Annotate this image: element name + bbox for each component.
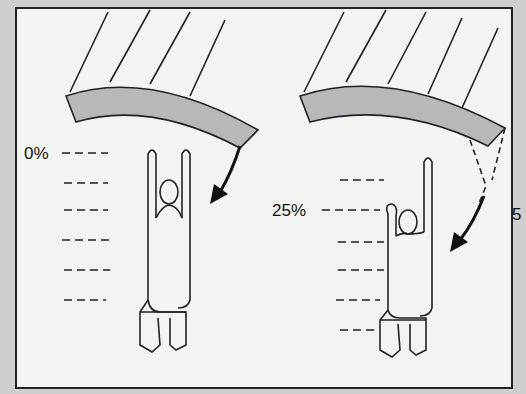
brake-scale <box>62 153 110 300</box>
canopy <box>300 10 505 206</box>
percent-label: 0% <box>24 145 49 162</box>
percent-label: 25% <box>272 202 306 219</box>
brake-arrow <box>450 196 484 252</box>
page-frame <box>16 8 512 388</box>
canopy <box>66 10 258 148</box>
brake-scale <box>322 180 384 330</box>
pilot-figure <box>380 158 432 357</box>
brake-arrow <box>210 146 240 204</box>
pilot-figure <box>140 150 190 352</box>
percent-label: 5 <box>512 206 521 223</box>
